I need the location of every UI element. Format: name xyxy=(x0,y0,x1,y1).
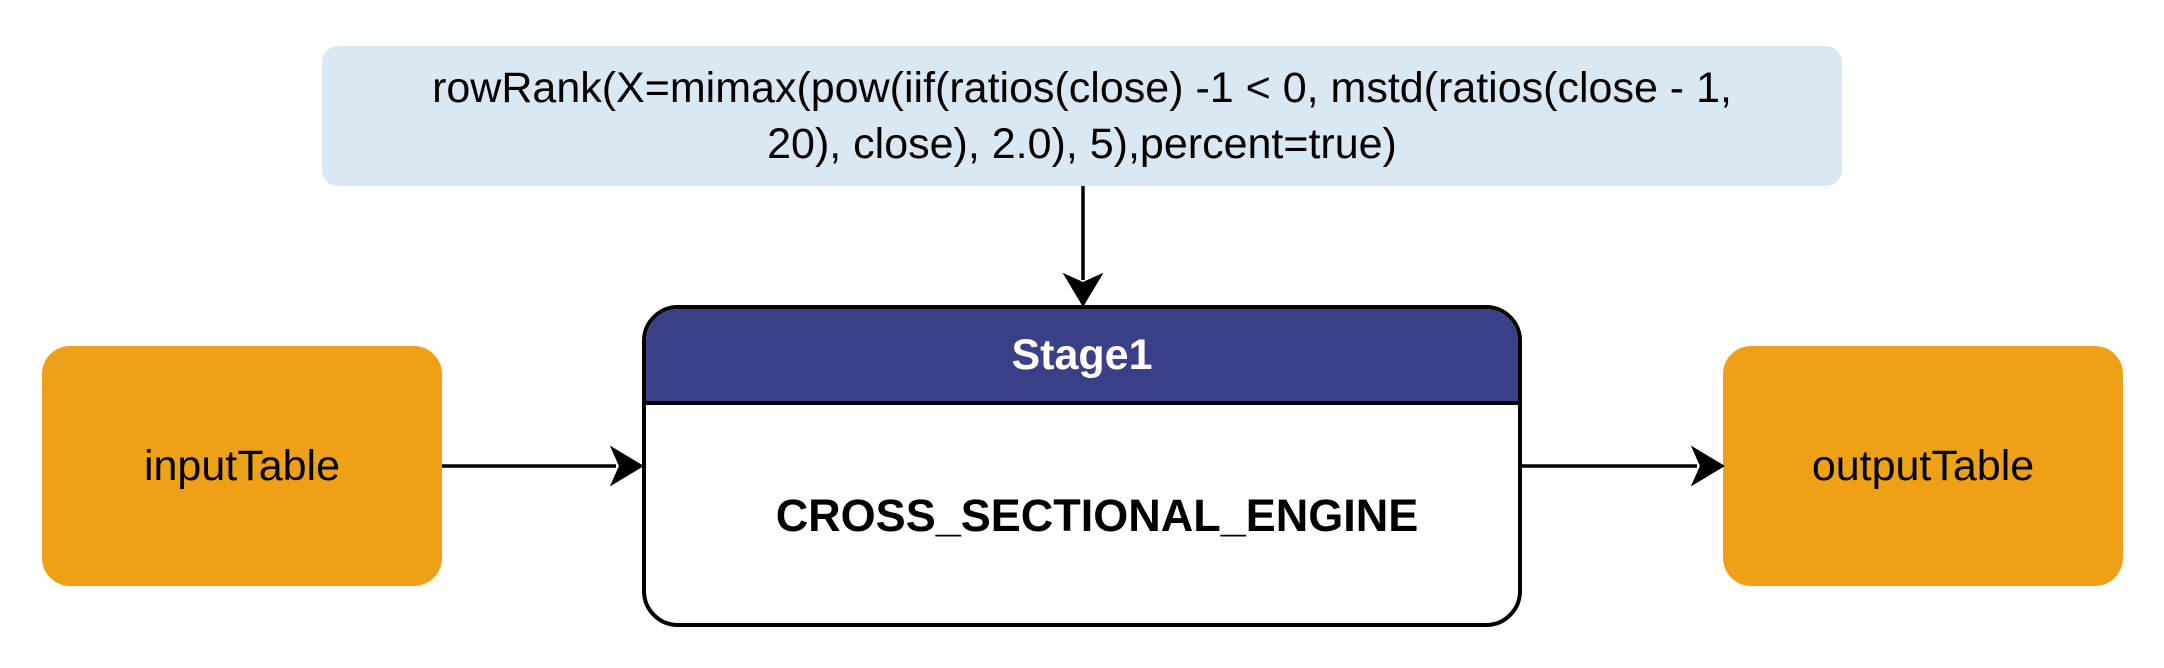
stage-engine-label: CROSS_SECTIONAL_ENGINE xyxy=(775,490,1419,541)
output-table-node: outputTable xyxy=(1723,346,2123,586)
stage-title: Stage1 xyxy=(1011,330,1153,379)
formula-line-2: 20), close), 2.0), 5),percent=true) xyxy=(767,120,1397,168)
formula-box: rowRank(X=mimax(pow(iif(ratios(close) -1… xyxy=(322,46,1842,186)
output-table-label: outputTable xyxy=(1811,441,2035,490)
input-table-node: inputTable xyxy=(42,346,442,586)
arrow-stage-to-output xyxy=(1522,445,1725,487)
arrow-input-to-stage xyxy=(442,445,644,487)
stage-header: Stage1 xyxy=(646,309,1518,405)
stage-body: CROSS_SECTIONAL_ENGINE xyxy=(646,405,1518,623)
arrow-formula-to-stage xyxy=(1062,186,1104,307)
stage-node: Stage1 CROSS_SECTIONAL_ENGINE xyxy=(642,305,1522,627)
formula-text: rowRank(X=mimax(pow(iif(ratios(close) -1… xyxy=(432,60,1732,172)
formula-line-1: rowRank(X=mimax(pow(iif(ratios(close) -1… xyxy=(432,64,1732,112)
input-table-label: inputTable xyxy=(143,441,341,490)
